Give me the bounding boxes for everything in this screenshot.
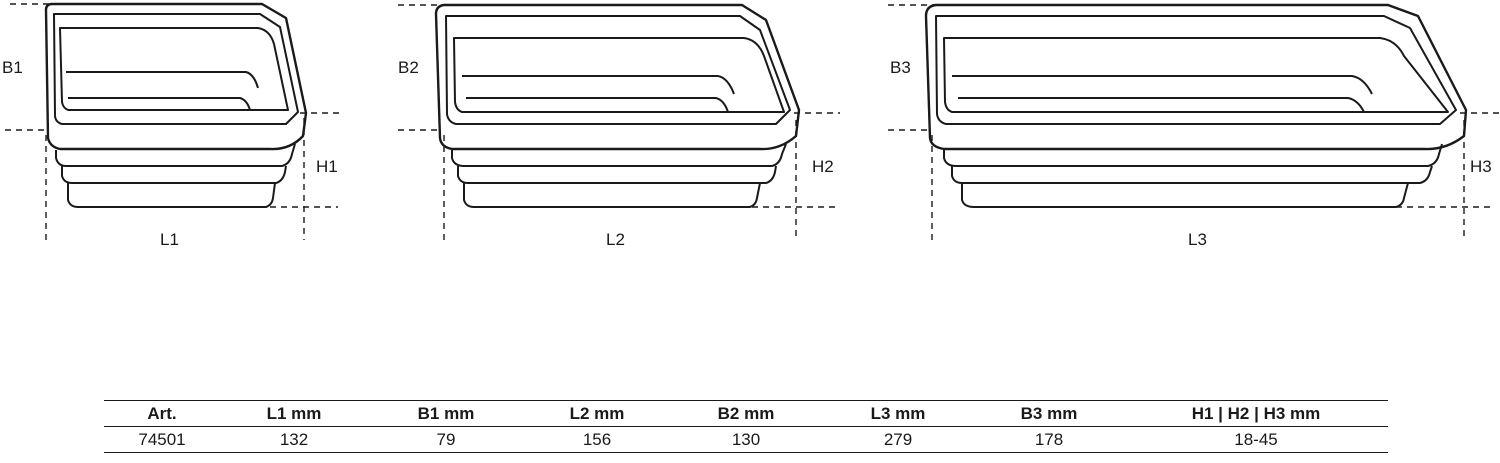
tray-1-length-label: L1 <box>160 230 179 249</box>
tray-1: B1 H1 L1 <box>2 2 342 249</box>
tray-2-rim-inner <box>445 15 791 125</box>
tray-3-rim-inner <box>935 15 1457 125</box>
tray-3-width-label: B3 <box>890 58 911 77</box>
tray-1-width-label: B1 <box>2 58 23 77</box>
tray-2-rim-outer <box>434 3 801 151</box>
tray-2-tier-3 <box>463 182 761 208</box>
header-b3: B3 mm <box>974 400 1124 427</box>
tray-3-tier-3 <box>961 182 1409 208</box>
tray-2-length-label: L2 <box>606 230 625 249</box>
tray-2-tier-1 <box>451 143 787 167</box>
tray-3-tier-2 <box>951 165 1433 184</box>
tray-1-floor-front <box>68 97 251 111</box>
tray-2-ledge <box>453 37 785 113</box>
tray-3-length-label: L3 <box>1188 230 1207 249</box>
cell-b3: 178 <box>974 426 1124 453</box>
tray-1-tier-3 <box>67 182 276 208</box>
tray-1-tier-1 <box>55 143 296 167</box>
cell-height: 18-45 <box>1124 426 1388 453</box>
tray-2-height-label: H2 <box>812 157 834 176</box>
tray-2-floor-back <box>462 75 735 95</box>
cell-l2: 156 <box>524 426 670 453</box>
tray-1-height-label: H1 <box>316 157 338 176</box>
header-art: Art. <box>104 400 220 427</box>
tray-1-floor-back <box>66 71 259 89</box>
header-height: H1 | H2 | H3 mm <box>1124 400 1388 427</box>
cell-l1: 132 <box>220 426 368 453</box>
tray-3-floor-front <box>958 97 1365 113</box>
tray-1-rim-outer <box>44 2 308 151</box>
tray-3-floor-back <box>952 75 1373 95</box>
table-header-row: Art. L1 mm B1 mm L2 mm B2 mm L3 mm B3 mm… <box>104 400 1388 427</box>
header-l1: L1 mm <box>220 400 368 427</box>
tray-dimension-drawing: B1 H1 L1 B2 H2 L2 <box>2 2 1500 249</box>
cell-l3: 279 <box>822 426 974 453</box>
tray-2: B2 H2 L2 <box>398 3 840 249</box>
tray-1-tier-2 <box>61 165 287 184</box>
cell-b1: 79 <box>368 426 524 453</box>
cell-art: 74501 <box>104 426 220 453</box>
tray-3-height-label: H3 <box>1470 157 1492 176</box>
header-l2: L2 mm <box>524 400 670 427</box>
tray-2-tier-2 <box>457 165 777 184</box>
dimension-table: Art. L1 mm B1 mm L2 mm B2 mm L3 mm B3 mm… <box>104 400 1388 453</box>
header-b1: B1 mm <box>368 400 524 427</box>
table-row: 74501 132 79 156 130 279 178 18-45 <box>104 426 1388 453</box>
header-l3: L3 mm <box>822 400 974 427</box>
tray-1-ledge <box>59 27 289 111</box>
cell-b2: 130 <box>670 426 822 453</box>
tray-3-rim-outer <box>924 3 1468 151</box>
tray-3-ledge <box>943 37 1449 113</box>
tray-3-tier-1 <box>943 143 1443 167</box>
tray-1-rim-inner <box>53 13 299 125</box>
tray-3: B3 H3 L3 <box>888 3 1500 249</box>
tray-2-floor-front <box>466 97 729 113</box>
tray-2-width-label: B2 <box>398 58 419 77</box>
header-b2: B2 mm <box>670 400 822 427</box>
